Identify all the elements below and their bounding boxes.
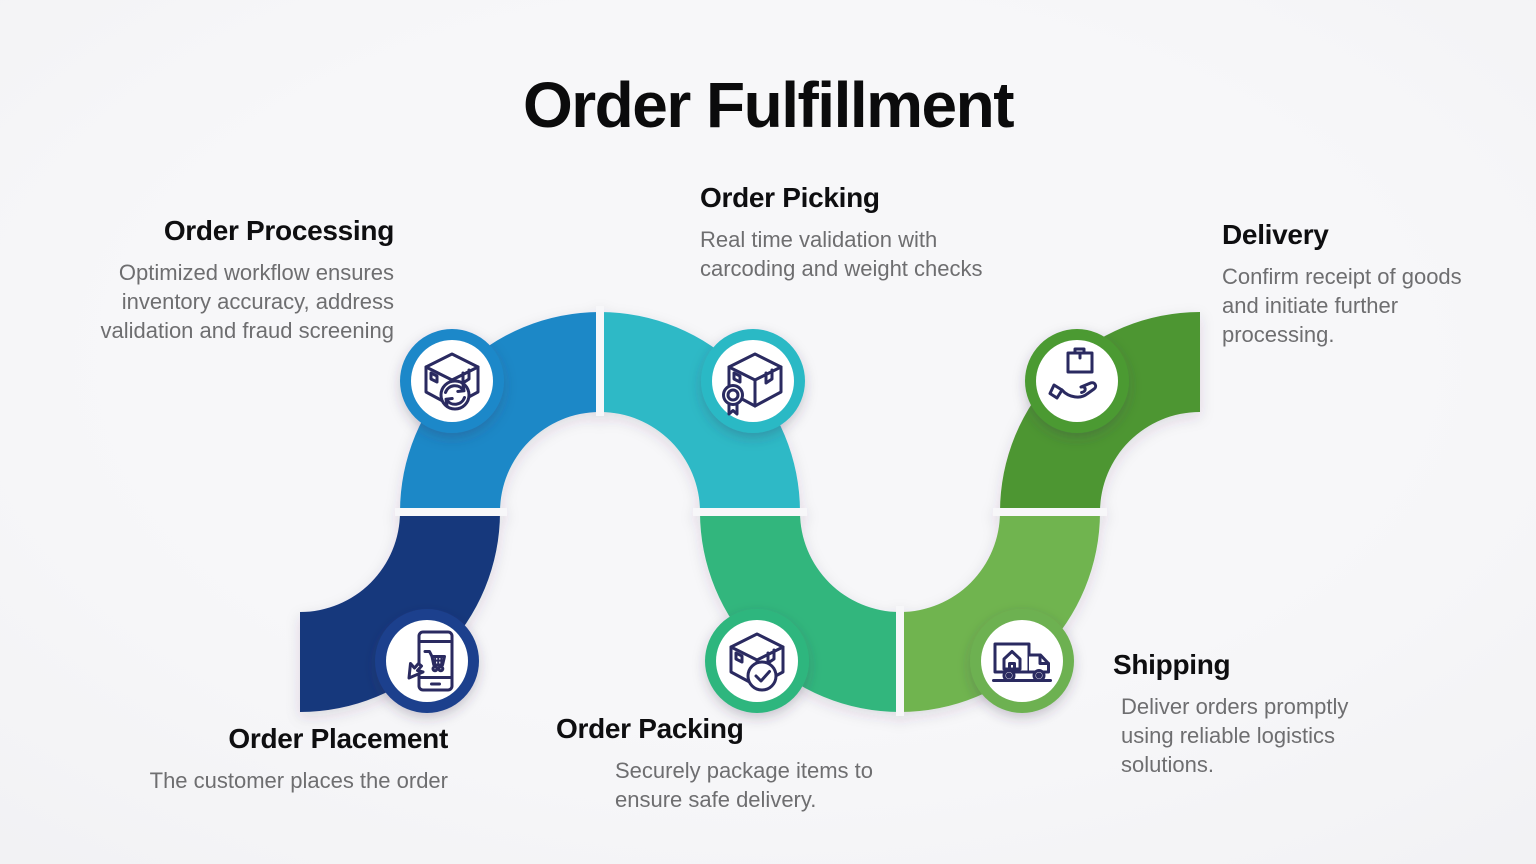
step-icon-circle-shipping xyxy=(970,609,1074,713)
step-description: The customer places the order xyxy=(149,768,448,794)
step-icon-circle-delivery xyxy=(1025,329,1129,433)
step-title: Order Picking xyxy=(700,182,880,213)
step-icon-circle-order-processing xyxy=(400,329,504,433)
step-title: Shipping xyxy=(1113,649,1231,680)
hand-box-icon xyxy=(1048,347,1098,400)
wave-seam xyxy=(896,606,904,716)
wave-segment-order-processing xyxy=(400,312,600,512)
page-title: Order Fulfillment xyxy=(522,69,1015,141)
wave-seam xyxy=(596,306,604,416)
step-icon-circle-order-picking xyxy=(701,329,805,433)
step-description: Real time validation with carcoding and … xyxy=(700,227,983,282)
step-order-processing: Order Processing Optimized workflow ensu… xyxy=(60,215,394,345)
step-order-picking: Order Picking Real time validation with … xyxy=(700,182,1070,283)
wave-segment-order-picking xyxy=(600,312,800,512)
wave-seam xyxy=(395,508,507,516)
step-title: Order Placement xyxy=(228,723,448,754)
wave-segment-order-placement xyxy=(300,512,500,712)
step-shipping: Shipping Deliver orders promptly using r… xyxy=(1113,649,1423,779)
step-order-packing: Order Packing Securely package items to … xyxy=(556,713,936,814)
step-icon-circle-order-packing xyxy=(705,609,809,713)
step-title: Order Packing xyxy=(556,713,744,744)
step-icon-circle-order-placement xyxy=(375,609,479,713)
step-title: Order Processing xyxy=(163,215,394,246)
phone-cart-icon xyxy=(407,630,454,692)
step-title: Delivery xyxy=(1222,219,1329,250)
step-description: Optimized workflow ensures inventory acc… xyxy=(100,260,394,344)
step-delivery: Delivery Confirm receipt of goods and in… xyxy=(1222,219,1522,349)
box-check-icon xyxy=(729,632,785,692)
wave-seam xyxy=(993,508,1107,516)
wave-segment-order-packing xyxy=(700,512,900,712)
wave-seam xyxy=(693,508,807,516)
box-badge-icon xyxy=(722,352,783,416)
step-description: Confirm receipt of goods and initiate fu… xyxy=(1222,264,1462,348)
box-refresh-icon xyxy=(424,352,480,411)
wave-segment-shipping xyxy=(900,512,1100,712)
step-order-placement: Order Placement The customer places the … xyxy=(118,723,449,795)
step-description: Deliver orders promptly using reliable l… xyxy=(1121,694,1349,778)
truck-icon xyxy=(992,642,1052,682)
step-description: Securely package items to ensure safe de… xyxy=(615,758,874,813)
